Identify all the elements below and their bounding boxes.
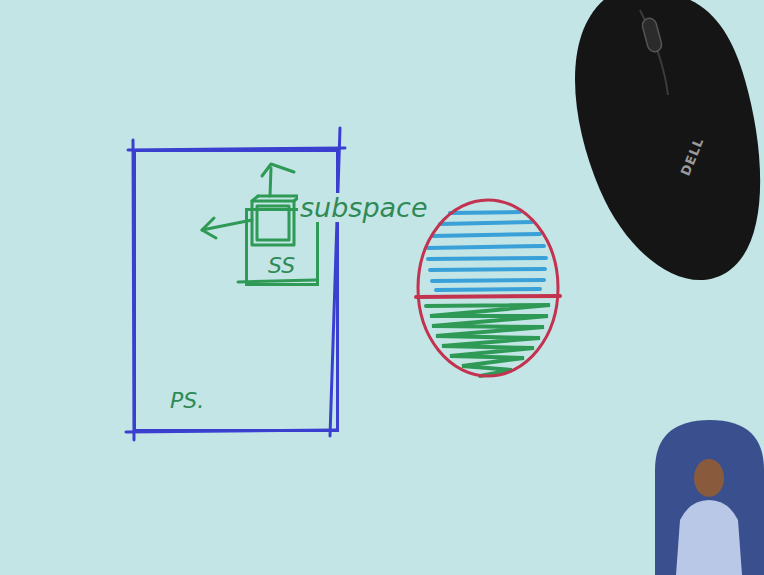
mouse-photo bbox=[575, 0, 760, 280]
subspace-sketch bbox=[202, 164, 316, 282]
node-label: PS. bbox=[170, 390, 204, 412]
node-label: SS bbox=[268, 255, 295, 277]
sphere-sketch bbox=[416, 200, 560, 376]
annotation: subspace bbox=[298, 193, 430, 222]
presenter-video bbox=[655, 420, 764, 575]
region-outline bbox=[126, 128, 345, 440]
region-box: PS. SS bbox=[133, 149, 339, 432]
